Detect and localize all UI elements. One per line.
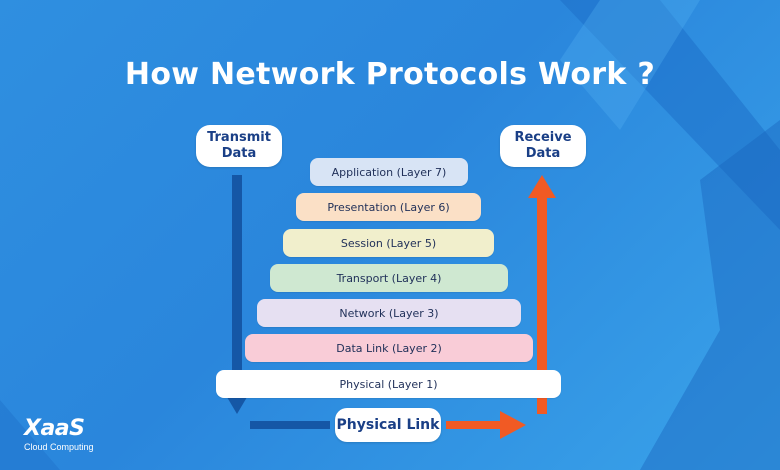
- layer-label: Presentation (Layer 6): [327, 200, 450, 214]
- layer-session: Session (Layer 5): [283, 229, 494, 257]
- layer-label: Data Link (Layer 2): [336, 341, 442, 355]
- layer-physical: Physical (Layer 1): [216, 370, 561, 398]
- receive-line2: Data: [525, 146, 561, 161]
- layer-presentation: Presentation (Layer 6): [296, 193, 481, 221]
- logo-mark: XaaS: [24, 416, 85, 441]
- physical-link-label: Physical Link: [335, 408, 441, 442]
- transmit-line2: Data: [221, 146, 257, 161]
- layer-data-link: Data Link (Layer 2): [245, 334, 533, 362]
- receive-line1: Receive: [514, 130, 572, 145]
- layer-label: Physical (Layer 1): [339, 377, 438, 391]
- transmit-line1: Transmit: [207, 130, 271, 145]
- layer-label: Session (Layer 5): [340, 236, 437, 250]
- logo-subtitle: Cloud Computing: [24, 442, 94, 452]
- xaas-logo: XaaS Cloud Computing: [24, 418, 94, 453]
- physical-link-left-line: [250, 421, 330, 429]
- transmit-data-label: Transmit Data: [196, 125, 282, 167]
- layer-label: Transport (Layer 4): [336, 271, 442, 285]
- layer-transport: Transport (Layer 4): [270, 264, 508, 292]
- physical-link-right-arrow: [446, 411, 526, 439]
- layer-network: Network (Layer 3): [257, 299, 521, 327]
- page-title: How Network Protocols Work ?: [124, 57, 656, 92]
- layer-application: Application (Layer 7): [310, 158, 468, 186]
- layer-label: Network (Layer 3): [339, 306, 439, 320]
- receive-data-label: Receive Data: [500, 125, 586, 167]
- layer-label: Application (Layer 7): [331, 165, 447, 179]
- receive-up-arrow: [528, 175, 556, 414]
